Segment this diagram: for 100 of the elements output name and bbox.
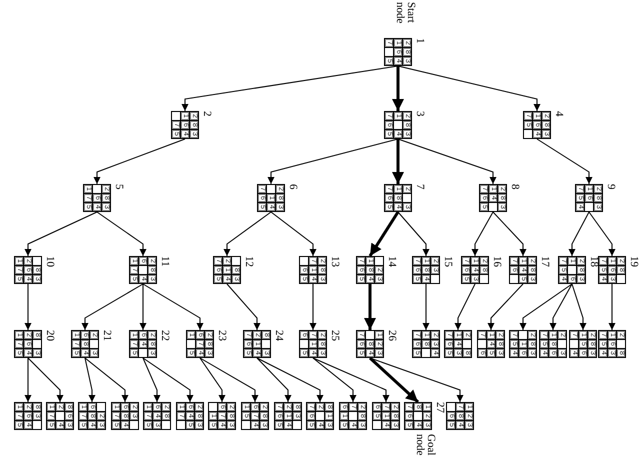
puzzle-board xyxy=(129,330,157,358)
puzzle-board xyxy=(539,330,567,358)
node-number: 27 xyxy=(434,402,446,413)
arrow xyxy=(588,212,616,256)
puzzle-board xyxy=(299,256,327,284)
puzzle-board xyxy=(46,402,74,430)
puzzle-board xyxy=(384,38,412,66)
arrow xyxy=(84,358,128,402)
puzzle-board xyxy=(412,256,440,284)
puzzle-board xyxy=(176,402,204,430)
node-number: 10 xyxy=(44,256,56,267)
arrow xyxy=(24,284,32,330)
arrow xyxy=(488,284,524,330)
node-number: 14 xyxy=(386,256,398,267)
node-number: 7 xyxy=(414,184,426,190)
bold-arrow xyxy=(368,356,420,404)
puzzle-board xyxy=(299,330,327,358)
puzzle-board xyxy=(208,402,236,430)
puzzle-board xyxy=(143,402,171,430)
node-number: 12 xyxy=(243,256,255,267)
arrow xyxy=(270,212,316,256)
arrow xyxy=(608,284,616,330)
arrow xyxy=(310,284,316,330)
arrow xyxy=(520,284,572,330)
puzzle-board xyxy=(479,184,507,212)
arrow xyxy=(200,358,258,402)
arrow xyxy=(226,284,260,330)
arrow xyxy=(398,66,540,112)
arrow xyxy=(572,284,586,330)
puzzle-board xyxy=(356,256,384,284)
arrow xyxy=(422,284,430,330)
node-caption: Goal node xyxy=(414,434,436,458)
node-number: 5 xyxy=(113,184,125,190)
node-number: 18 xyxy=(588,256,600,267)
node-number: 6 xyxy=(287,184,299,190)
bold-arrow xyxy=(392,66,404,111)
puzzle-board xyxy=(384,184,412,212)
puzzle-board xyxy=(83,184,111,212)
arrow xyxy=(200,358,226,402)
puzzle-board xyxy=(598,256,626,284)
node-number: 26 xyxy=(386,330,398,341)
puzzle-board xyxy=(71,330,99,358)
node-number: 17 xyxy=(539,256,551,267)
puzzle-board xyxy=(412,330,440,358)
puzzle-board xyxy=(569,330,597,358)
bold-arrow xyxy=(364,284,376,330)
node-number: 21 xyxy=(101,330,113,341)
arrow xyxy=(24,212,98,256)
bold-arrow xyxy=(368,211,400,257)
puzzle-board xyxy=(171,111,199,139)
arrow xyxy=(568,212,590,256)
arrow xyxy=(84,358,96,402)
node-number: 23 xyxy=(216,330,228,341)
node-number: 22 xyxy=(159,330,171,341)
arrow xyxy=(550,284,572,330)
arrow xyxy=(268,138,398,184)
puzzle-board xyxy=(598,330,626,358)
puzzle-board xyxy=(257,184,285,212)
node-number: 1 xyxy=(414,38,426,44)
arrow xyxy=(182,66,398,112)
arrow xyxy=(312,358,356,402)
arrow xyxy=(492,212,526,256)
arrow xyxy=(256,358,324,402)
puzzle-board xyxy=(274,402,302,430)
puzzle-board xyxy=(372,402,400,430)
arrow xyxy=(140,284,146,330)
arrow xyxy=(94,138,186,184)
node-number: 11 xyxy=(159,256,171,267)
arrow xyxy=(454,284,476,330)
arrow xyxy=(142,358,194,402)
puzzle-board xyxy=(14,330,42,358)
puzzle-board xyxy=(575,184,603,212)
node-number: 4 xyxy=(553,111,565,116)
node-number: 3 xyxy=(414,111,426,116)
node-number: 19 xyxy=(628,256,640,267)
puzzle-board xyxy=(186,330,214,358)
node-number: 16 xyxy=(491,256,503,267)
puzzle-board xyxy=(213,256,241,284)
node-number: 20 xyxy=(44,330,56,341)
arrow xyxy=(398,138,496,184)
arrow xyxy=(82,284,144,330)
puzzle-board xyxy=(444,330,472,358)
puzzle-board xyxy=(306,402,334,430)
puzzle-board xyxy=(461,256,489,284)
arrow xyxy=(312,358,390,402)
puzzle-board xyxy=(243,330,271,358)
node-number: 8 xyxy=(509,184,521,190)
puzzle-board xyxy=(509,256,537,284)
puzzle-board xyxy=(78,402,106,430)
arrow xyxy=(398,212,430,256)
arrow xyxy=(256,358,292,402)
arrow xyxy=(370,358,464,402)
puzzle-board xyxy=(14,256,42,284)
puzzle-board xyxy=(558,256,586,284)
arrow xyxy=(24,358,32,402)
arrow xyxy=(224,212,272,256)
arrow xyxy=(536,138,592,184)
arrow xyxy=(142,284,204,330)
puzzle-board xyxy=(241,402,269,430)
puzzle-board xyxy=(111,402,139,430)
